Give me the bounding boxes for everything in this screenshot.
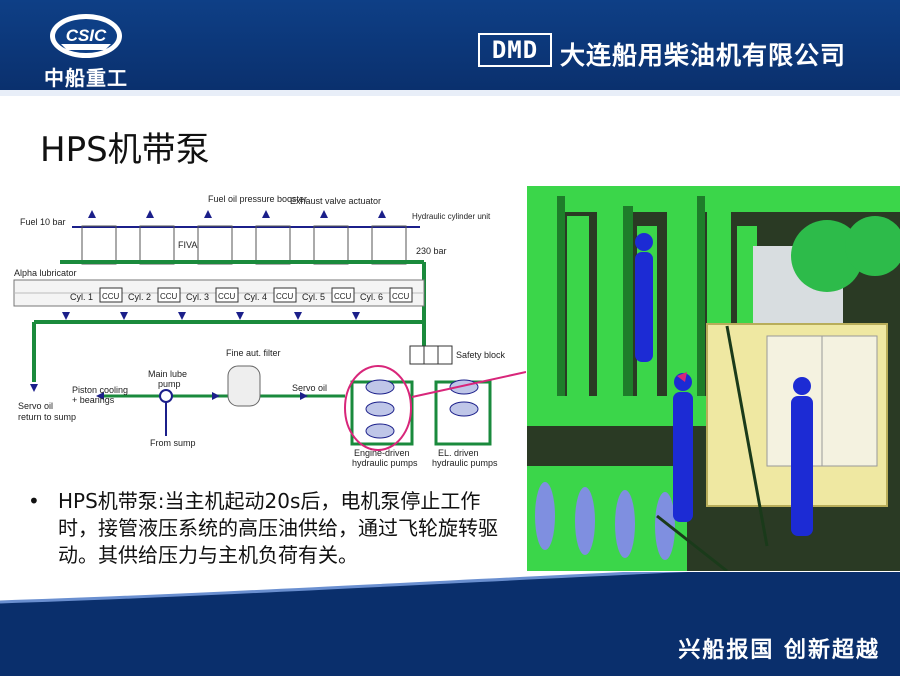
ccu-1: CCU [102,292,120,301]
cyl-6-label: Cyl. 6 [360,292,383,302]
header-bar: CSIC 中船重工 DMD 大连船用柴油机有限公司 [0,0,900,96]
ccu-3: CCU [218,292,236,301]
label-el-driven-2: hydraulic pumps [432,458,498,468]
label-fuel-booster: Fuel oil pressure booster [208,194,307,204]
hydraulic-schematic: Fuel 10 bar Fuel oil pressure booster Ex… [0,186,526,470]
label-safety-block: Safety block [456,350,506,360]
footer-wave [0,572,900,632]
arrow-tip [677,372,687,382]
cyl-3-label: Cyl. 3 [186,292,209,302]
footer-slogan: 兴船报国 创新超越 [678,638,880,663]
label-el-driven-1: EL. driven [438,448,479,458]
engine-room-photo [527,186,900,571]
slide-title: HPS机带泵 [40,130,210,170]
label-servo-return-1: Servo oil [18,401,53,411]
label-from-sump: From sump [150,438,196,448]
bullet-dot: • [28,489,40,513]
label-fiva: FIVA [178,240,197,250]
ccu-5: CCU [334,292,352,301]
cyl-2-label: Cyl. 2 [128,292,151,302]
svg-text:+ bearings: + bearings [72,395,115,405]
cyl-4-label: Cyl. 4 [244,292,267,302]
label-main-lube-pump: Main lube [148,369,187,379]
label-alpha: Alpha lubricator [14,268,77,278]
engine-driven-pumps [344,365,414,451]
dmd-logo: DMD [478,33,552,67]
label-fine-filter: Fine aut. filter [226,348,281,358]
footer-bar [0,572,900,676]
label-engine-driven-1: Engine-driven [354,448,410,458]
label-pressure: 230 bar [416,246,447,256]
label-fuel: Fuel 10 bar [20,217,66,227]
bullet-point: • HPS机带泵:当主机起动20s后，电机泵停止工作时，接管液压系统的高压油供给… [28,488,518,569]
pointer-arrow [411,371,526,398]
company-name: 大连船用柴油机有限公司 [560,41,847,70]
csic-logo: CSIC [50,14,122,58]
label-piston-cooling: Piston cooling [72,385,128,395]
cylinder-units [81,210,407,265]
svg-text:pump: pump [158,379,181,389]
bullet-text: HPS机带泵:当主机起动20s后，电机泵停止工作时，接管液压系统的高压油供给，通… [58,489,498,567]
label-hydraulic-unit: Hydraulic cylinder unit [412,212,491,221]
header-divider [0,90,900,96]
label-engine-driven-2: hydraulic pumps [352,458,418,468]
label-servo-return-2: return to sump [18,412,76,422]
ccu-6: CCU [392,292,410,301]
ccu-4: CCU [276,292,294,301]
label-exhaust-actuator: Exhaust valve actuator [290,196,381,206]
logo-chinese-name: 中船重工 [44,66,128,90]
ccu-2: CCU [160,292,178,301]
logo-text: CSIC [66,26,107,45]
cyl-1-label: Cyl. 1 [70,292,93,302]
cyl-5-label: Cyl. 5 [302,292,325,302]
highlight-ellipse [344,365,412,451]
label-servo-oil: Servo oil [292,383,327,393]
